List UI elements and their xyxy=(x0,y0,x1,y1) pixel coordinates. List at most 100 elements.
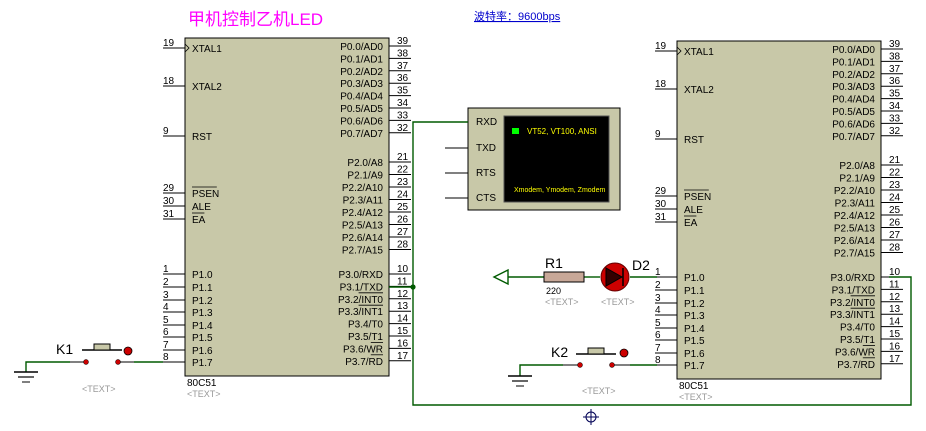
pin-number: 23 xyxy=(889,180,901,191)
pin-label: XTAL2 xyxy=(192,82,222,93)
pin-number: 23 xyxy=(397,177,409,188)
wires xyxy=(25,121,912,406)
pin-number: 37 xyxy=(397,61,409,72)
page-title: 甲机控制乙机LED xyxy=(188,10,323,29)
pin-label: EA xyxy=(192,215,206,226)
pin-label: ALE xyxy=(192,202,211,213)
pin-number: 38 xyxy=(889,51,901,62)
pin-number: 29 xyxy=(163,183,175,194)
pin-label: P1.4 xyxy=(684,324,705,335)
terminal-port-txd: TXD xyxy=(476,143,496,154)
pin-number: 39 xyxy=(397,36,409,47)
k1-cap xyxy=(93,343,111,351)
pin-number: 12 xyxy=(889,292,901,303)
k2-contact-icon xyxy=(577,362,583,368)
pin-number: 19 xyxy=(655,41,667,52)
k2-contact-icon xyxy=(609,362,615,368)
pin-number: 15 xyxy=(889,329,901,340)
pin-number: 6 xyxy=(163,327,169,338)
k1-contact-icon xyxy=(115,359,121,365)
wire-k2-ground xyxy=(519,364,563,376)
k1-state-icon xyxy=(123,346,133,356)
pin-number: 17 xyxy=(889,354,901,365)
resistor-r1[interactable]: R1 220 <TEXT> xyxy=(543,255,585,307)
pin-label: P3.6/WR xyxy=(343,344,383,355)
wire-txd-to-rxd xyxy=(412,276,912,406)
pin-label: P1.3 xyxy=(192,308,213,319)
pin-label: P2.3/A11 xyxy=(343,196,384,207)
pin-number: 10 xyxy=(889,267,901,278)
pin-number: 6 xyxy=(655,330,661,341)
terminal-port-rts: RTS xyxy=(476,168,496,179)
pin-number: 38 xyxy=(397,48,409,59)
pin-label: P0.5/AD5 xyxy=(832,107,875,118)
clock-marker-icon xyxy=(676,46,682,56)
pin-label: P0.2/AD2 xyxy=(340,67,383,78)
pin-number: 32 xyxy=(397,123,409,134)
pin-number: 28 xyxy=(397,240,409,251)
pin-number: 24 xyxy=(889,193,901,204)
virtual-terminal[interactable]: VT52, VT100, ANSI Xmodem, Ymodem, Zmodem… xyxy=(445,107,621,211)
pin-label: PSEN xyxy=(192,189,219,200)
pin-label: P2.3/A11 xyxy=(835,199,876,210)
pin-label: P1.2 xyxy=(684,299,705,310)
pin-number: 29 xyxy=(655,186,667,197)
terminal-indicator-icon xyxy=(512,128,519,134)
diode-triangle-icon xyxy=(605,267,624,287)
pin-number: 12 xyxy=(397,289,409,300)
pin-label: P1.7 xyxy=(192,358,213,369)
pin-number: 2 xyxy=(655,280,661,291)
pin-label: P0.4/AD4 xyxy=(340,92,383,103)
k2-label: K2 xyxy=(551,344,568,360)
pin-label: XTAL2 xyxy=(684,85,714,96)
pin-label: P3.3/INT1 xyxy=(830,310,875,321)
pin-label: P1.6 xyxy=(684,349,705,360)
pin-label: P3.1/TXD xyxy=(832,285,875,296)
pin-number: 11 xyxy=(397,276,408,287)
k2-text-tag: <TEXT> xyxy=(582,386,616,396)
power-arrow-icon xyxy=(492,268,509,286)
pin-number: 18 xyxy=(163,76,175,87)
pin-number: 13 xyxy=(889,304,901,315)
pin-label: P1.3 xyxy=(684,311,705,322)
pin-label: EA xyxy=(684,218,698,229)
pin-number: 8 xyxy=(655,355,661,366)
pin-number: 28 xyxy=(889,243,901,254)
pin-label: P1.0 xyxy=(192,270,213,281)
pin-number: 19 xyxy=(163,38,175,49)
baud-rate-label: 波特率：9600bps xyxy=(474,9,561,23)
led-d2[interactable]: D2 <TEXT> xyxy=(600,257,650,307)
pin-label: ALE xyxy=(684,205,703,216)
pin-label: P3.2/INT0 xyxy=(830,298,875,309)
pin-number: 30 xyxy=(655,199,667,210)
mcu-part-name: 80C51 xyxy=(187,378,217,389)
mcu-text-tag: <TEXT> xyxy=(187,389,221,399)
mcu-right-80c51[interactable]: 19XTAL118XTAL29RST29PSEN30ALE31EA1P1.02P… xyxy=(655,39,903,402)
pin-label: P3.7/RD xyxy=(345,357,383,368)
pin-number: 3 xyxy=(655,293,661,304)
mcu-left-80c51[interactable]: 19XTAL118XTAL29RST29PSEN30ALE31EA1P1.02P… xyxy=(163,36,411,399)
d2-label: D2 xyxy=(632,257,650,273)
ground-icon xyxy=(14,371,38,383)
pin-label: P0.1/AD1 xyxy=(832,57,875,68)
pin-label: P2.4/A12 xyxy=(834,211,876,222)
pin-label: P0.7/AD7 xyxy=(832,132,875,143)
pin-number: 18 xyxy=(655,79,667,90)
pin-label: P1.1 xyxy=(684,286,705,297)
pin-label: P3.1/TXD xyxy=(340,282,383,293)
pin-number: 7 xyxy=(655,343,661,354)
terminal-line-1: VT52, VT100, ANSI xyxy=(527,127,597,136)
pin-label: P0.6/AD6 xyxy=(340,116,383,127)
pin-label: P3.5/T1 xyxy=(348,332,383,343)
pin-label: P1.6 xyxy=(192,346,213,357)
pin-number: 15 xyxy=(397,326,409,337)
pin-label: P0.0/AD0 xyxy=(832,45,875,56)
pin-label: P0.3/AD3 xyxy=(340,79,383,90)
pin-number: 2 xyxy=(163,277,169,288)
pin-number: 33 xyxy=(397,110,409,121)
button-k1[interactable]: K1 <TEXT> xyxy=(56,341,134,394)
pin-label: P2.7/A15 xyxy=(342,246,384,257)
pin-label: P0.4/AD4 xyxy=(832,95,875,106)
pin-label: P0.1/AD1 xyxy=(340,54,383,65)
button-k2[interactable]: K2 <TEXT> xyxy=(551,344,630,396)
